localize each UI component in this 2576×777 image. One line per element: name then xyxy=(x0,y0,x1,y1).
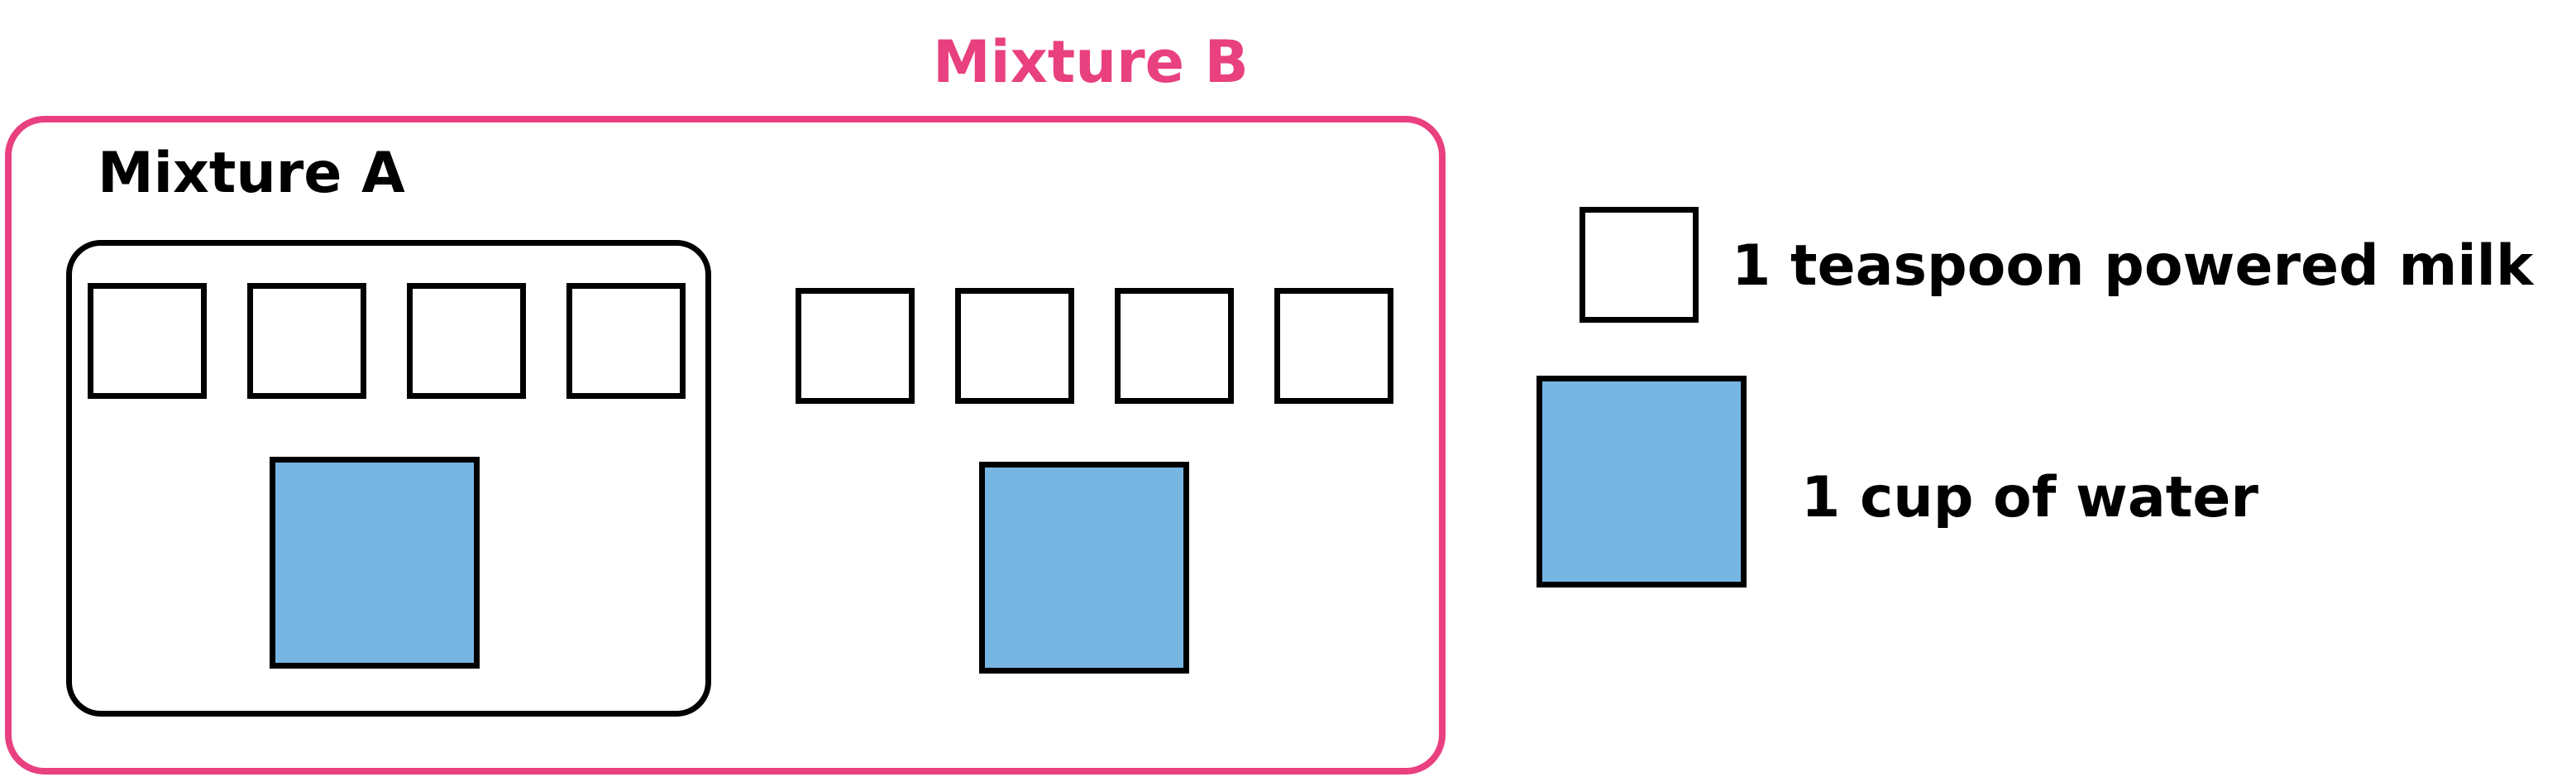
legend-teaspoon-symbol xyxy=(1580,207,1699,323)
mixture-b-teaspoon-2 xyxy=(955,288,1074,404)
mixture-a-frame xyxy=(66,240,711,717)
mixture-a-teaspoon-1 xyxy=(88,283,207,399)
mixture-b-teaspoon-4 xyxy=(1274,288,1393,404)
mixture-b-cup-of-water xyxy=(979,462,1189,674)
mixture-b-title: Mixture B xyxy=(933,28,1249,96)
mixture-a-teaspoon-4 xyxy=(566,283,686,399)
mixture-a-teaspoon-3 xyxy=(407,283,526,399)
mixture-a-title: Mixture A xyxy=(98,141,405,206)
legend-teaspoon-label: 1 teaspoon powered milk xyxy=(1732,233,2534,299)
mixture-a-teaspoon-2 xyxy=(247,283,366,399)
mixture-b-teaspoon-1 xyxy=(796,288,915,404)
legend-cup-label: 1 cup of water xyxy=(1801,465,2258,530)
mixture-b-teaspoon-3 xyxy=(1115,288,1234,404)
legend-cup-symbol xyxy=(1537,376,1747,588)
mixture-a-cup-of-water xyxy=(270,457,480,669)
mixture-b-frame xyxy=(5,116,1446,775)
